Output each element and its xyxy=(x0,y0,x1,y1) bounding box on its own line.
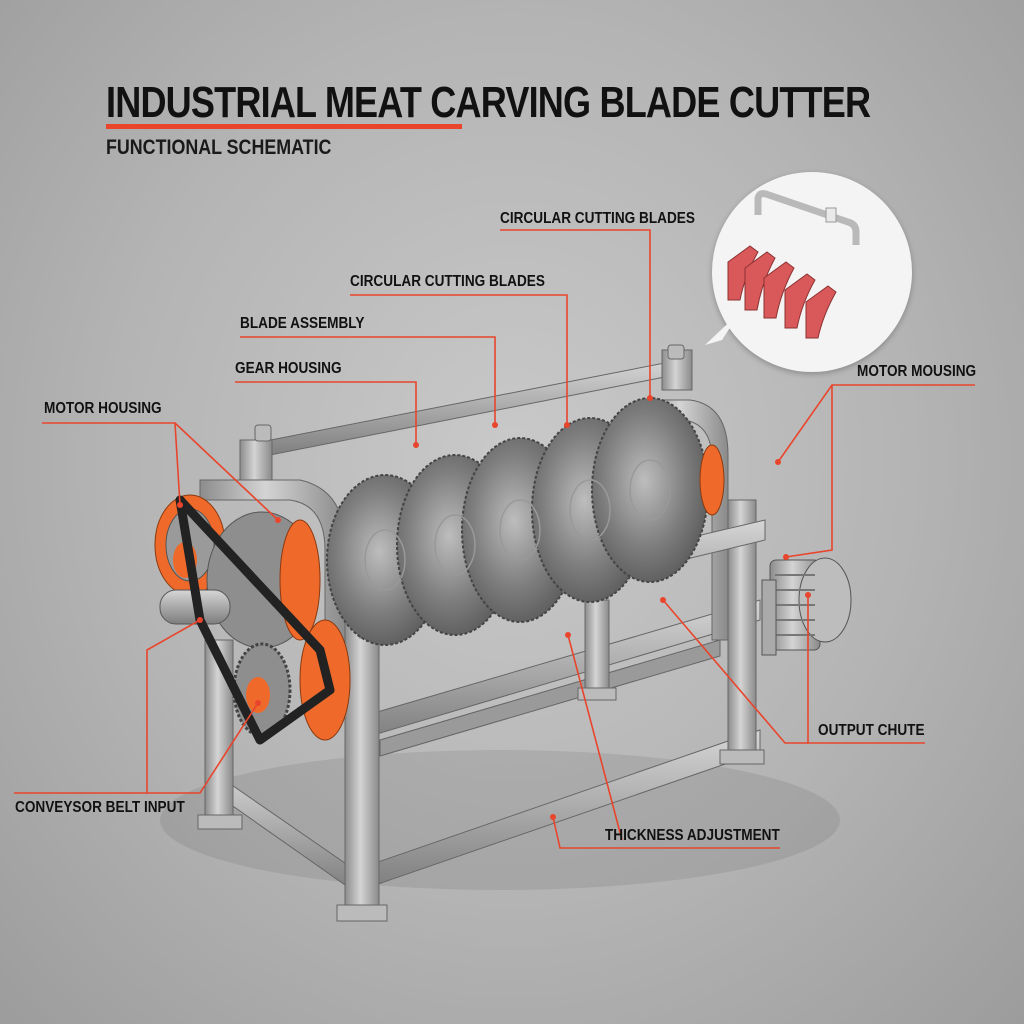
circular-cutting-blades xyxy=(326,397,709,646)
leader-arrowheads xyxy=(177,395,811,820)
label-gear-housing: GEAR HOUSING xyxy=(235,360,342,377)
label-motor-housing-right: MOTOR MOUSING xyxy=(857,363,977,380)
label-conveyor-belt-input: CONVEYSOR BELT INPUT xyxy=(15,799,185,816)
label-circular-cutting-blades-top: CIRCULAR CUTTING BLADES xyxy=(500,210,695,227)
label-circular-cutting-blades: CIRCULAR CUTTING BLADES xyxy=(350,273,545,290)
diagram-subtitle: FUNCTIONAL SCHEMATIC xyxy=(106,136,332,159)
inset-bubble-tail xyxy=(705,312,740,345)
label-thickness-adjustment: THICKNESS ADJUSTMENT xyxy=(605,827,780,844)
right-bearing xyxy=(699,444,725,516)
base-frame xyxy=(197,499,765,922)
leader-lines xyxy=(14,229,975,849)
drive-pulley-assembly xyxy=(154,494,351,745)
diagram-title: INDUSTRIAL MEAT CARVING BLADE CUTTER xyxy=(106,78,871,127)
electric-motor xyxy=(761,557,852,656)
label-motor-housing-left: MOTOR HOUSING xyxy=(44,400,162,417)
sliced-meat-icon xyxy=(727,190,860,339)
title-underline xyxy=(106,124,462,129)
label-blade-assembly: BLADE ASSEMBLY xyxy=(240,315,365,332)
label-output-chute: OUTPUT CHUTE xyxy=(818,722,925,739)
